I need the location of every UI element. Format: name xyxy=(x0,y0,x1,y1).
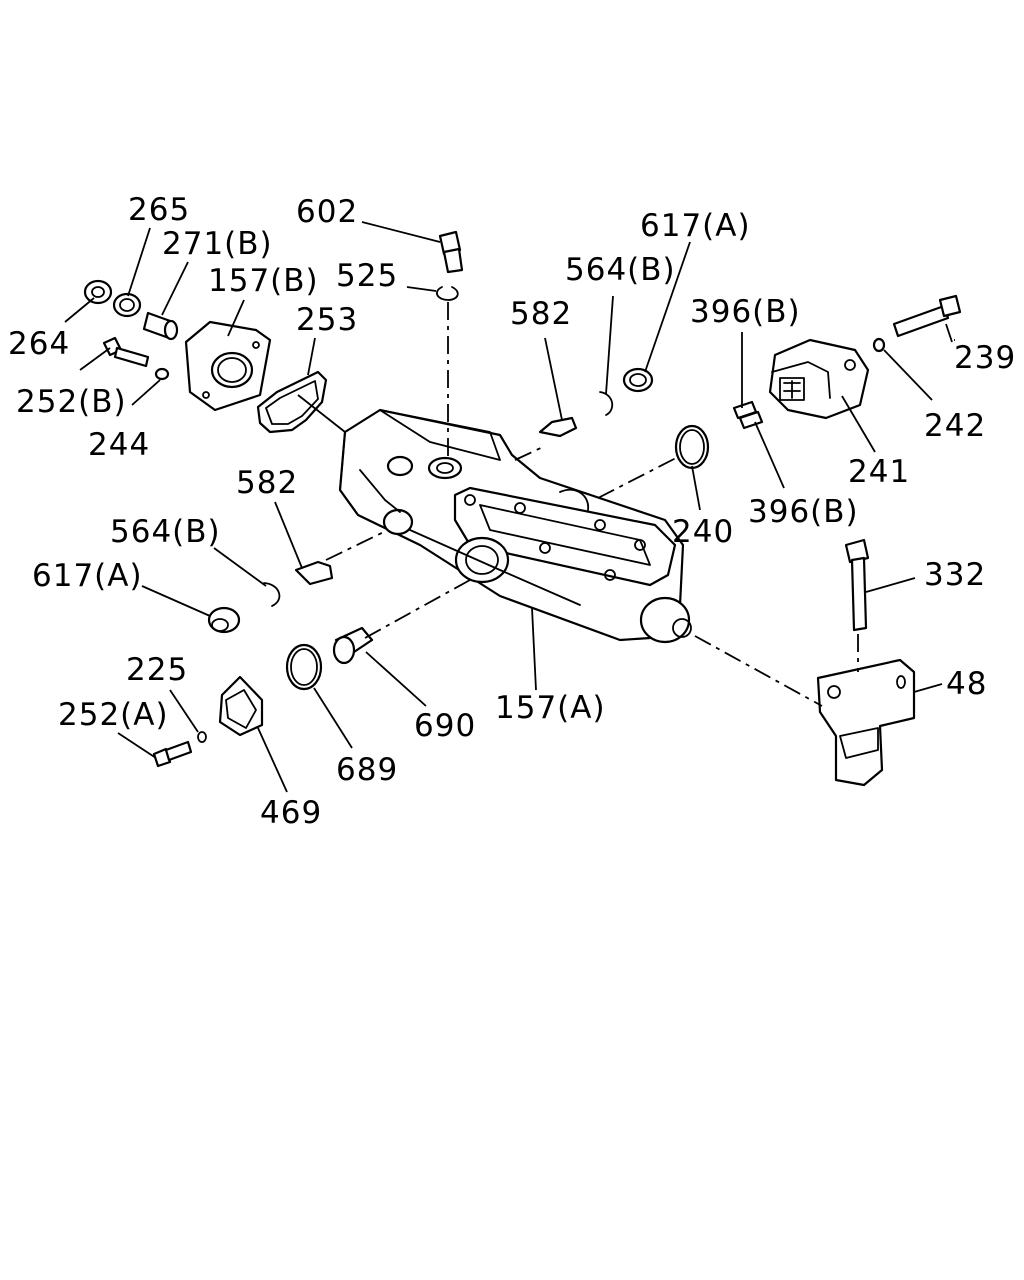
part-396b-dowels xyxy=(732,400,764,430)
part-332-bolt xyxy=(844,538,870,632)
label-265: 265 xyxy=(128,192,190,228)
leader-lines xyxy=(64,221,955,793)
label-564b-mid: 564(B) xyxy=(110,514,221,550)
part-582-pin-mid xyxy=(294,560,334,586)
label-617a-mid: 617(A) xyxy=(32,558,143,594)
label-253: 253 xyxy=(296,302,358,338)
label-582-top: 582 xyxy=(510,296,572,332)
label-525: 525 xyxy=(336,258,398,294)
part-244-oring xyxy=(154,367,170,381)
label-469: 469 xyxy=(260,795,322,831)
part-689-oring xyxy=(285,643,323,691)
label-157b: 157(B) xyxy=(208,263,319,299)
part-525-ring xyxy=(435,286,459,301)
label-271b: 271(B) xyxy=(162,226,273,262)
label-157a: 157(A) xyxy=(495,690,606,726)
label-242: 242 xyxy=(924,408,986,444)
label-264: 264 xyxy=(8,326,70,362)
label-396b-2: 396(B) xyxy=(748,494,859,530)
part-690-sleeve xyxy=(332,626,374,665)
part-617a-plug-top xyxy=(622,367,654,393)
label-252b: 252(B) xyxy=(16,384,127,420)
part-241-switch xyxy=(768,338,870,420)
part-225-washer xyxy=(197,731,207,743)
callout-labels: 265 271(B) 157(B) 264 252(B) 244 253 602… xyxy=(8,192,1016,831)
part-564b-clip-top xyxy=(599,391,614,416)
label-617a-top: 617(A) xyxy=(640,208,751,244)
part-240-oring xyxy=(674,424,710,470)
label-239: 239 xyxy=(954,340,1016,376)
part-264-nut xyxy=(83,279,113,305)
label-244: 244 xyxy=(88,427,150,463)
part-564b-clip-mid xyxy=(263,582,281,607)
label-564b-top: 564(B) xyxy=(565,252,676,288)
part-48-bracket xyxy=(816,658,916,787)
label-582-mid: 582 xyxy=(236,465,298,501)
label-332: 332 xyxy=(924,557,986,593)
part-617a-plug-mid xyxy=(207,606,241,634)
part-252b-bolt xyxy=(102,336,150,368)
part-157b-housing xyxy=(184,320,272,412)
label-252a: 252(A) xyxy=(58,697,169,733)
part-265-washer xyxy=(112,292,142,318)
part-252a-bolt xyxy=(152,740,193,768)
part-469-gear-cover xyxy=(218,675,264,737)
label-48: 48 xyxy=(946,666,987,702)
label-602: 602 xyxy=(296,194,358,230)
label-690: 690 xyxy=(414,708,476,744)
assembly-axes xyxy=(325,302,859,707)
label-241: 241 xyxy=(848,454,910,490)
label-689: 689 xyxy=(336,752,398,788)
part-271b-bushing xyxy=(142,311,179,341)
label-225: 225 xyxy=(126,652,188,688)
part-582-pin-top xyxy=(538,416,578,438)
part-253-gasket xyxy=(256,370,328,434)
part-157a-main-housing xyxy=(338,408,692,644)
label-396b-1: 396(B) xyxy=(690,294,801,330)
part-242-washer xyxy=(872,337,886,353)
label-240: 240 xyxy=(672,514,734,550)
part-602-plug xyxy=(438,230,464,274)
part-239-bolt xyxy=(892,294,962,338)
